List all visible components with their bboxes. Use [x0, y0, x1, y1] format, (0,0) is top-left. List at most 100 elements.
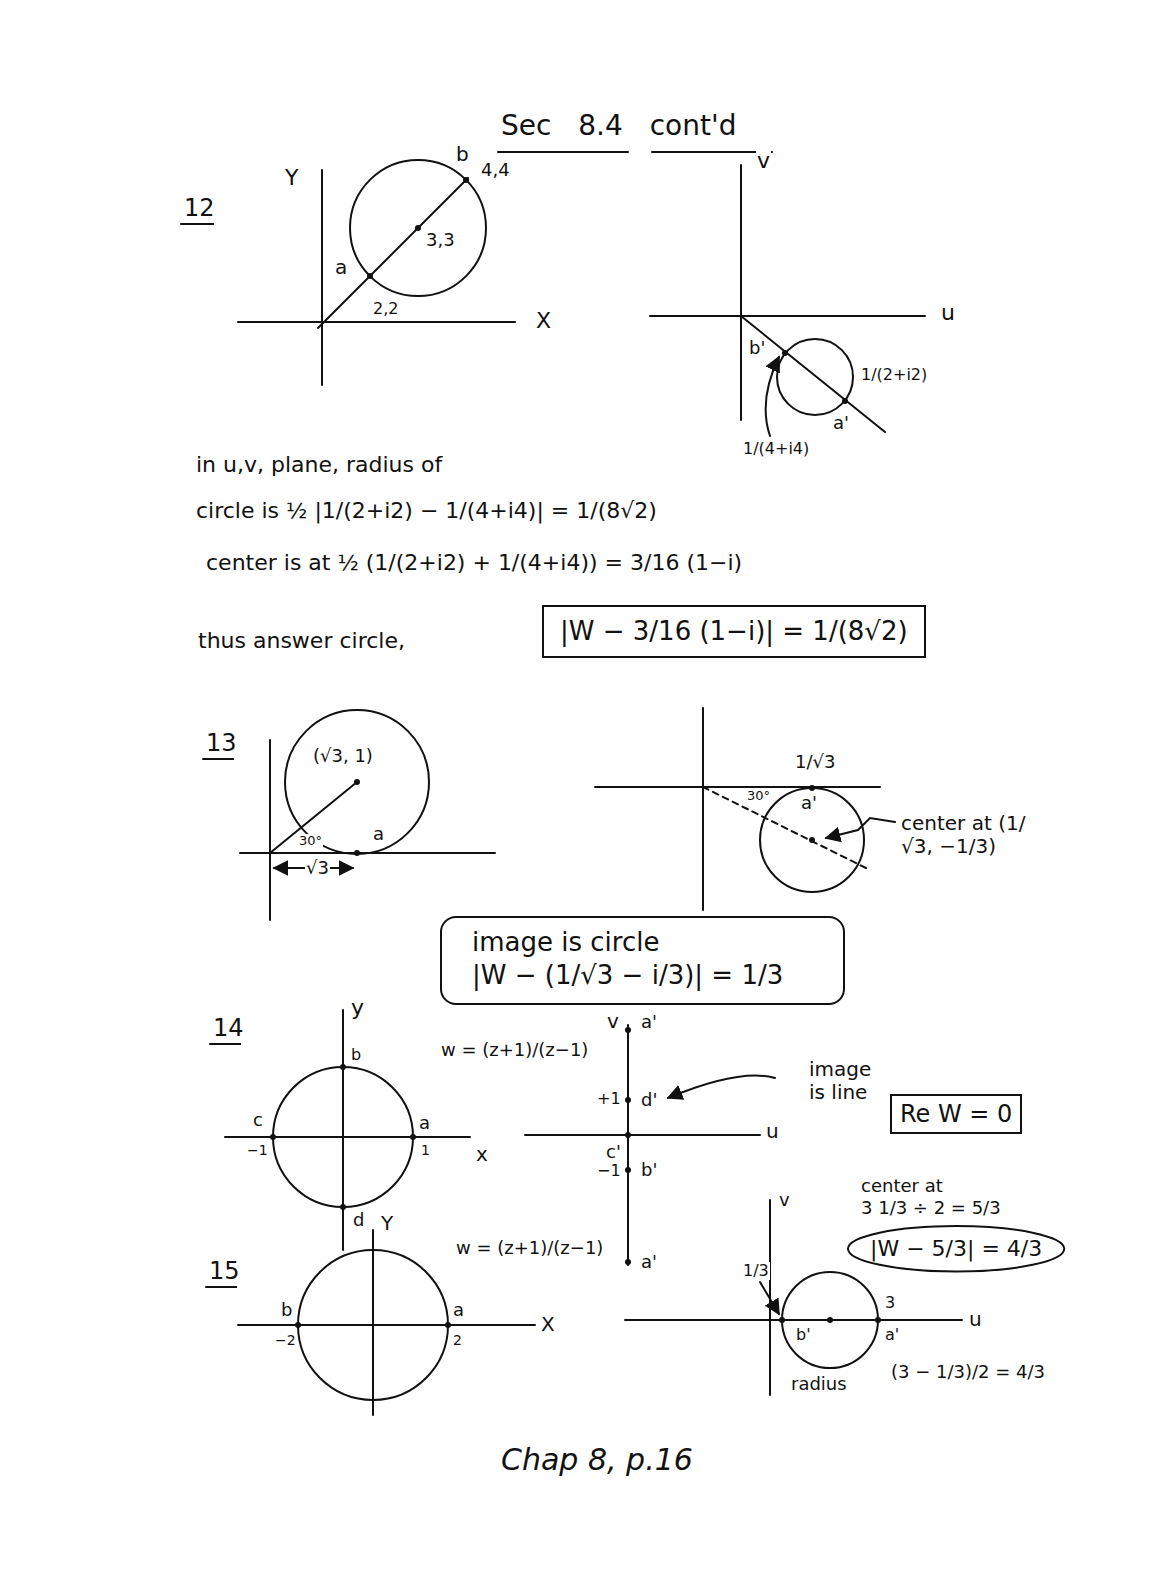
point — [445, 1322, 451, 1328]
circle — [285, 710, 429, 854]
handwritten-label: a — [418, 1113, 431, 1134]
handwritten-label: √3 — [305, 858, 330, 879]
axis — [650, 315, 925, 317]
answer-text: image is circle — [472, 926, 783, 959]
handwritten-label: c' — [605, 1142, 622, 1163]
point — [270, 1134, 276, 1140]
handwritten-label: −2 — [274, 1332, 297, 1348]
answer-text: |W − (1/√3 − i/3)| = 1/3 — [472, 959, 783, 992]
handwritten-label: center at (1/√3, −1/3) — [900, 812, 1042, 858]
axis — [238, 321, 515, 323]
point — [625, 1259, 631, 1265]
axis — [625, 1319, 962, 1321]
point — [354, 850, 360, 856]
handwritten-label: 1/√3 — [794, 752, 836, 773]
point — [340, 1064, 346, 1070]
handwritten-label: 30° — [746, 789, 771, 804]
handwritten-label: X — [535, 308, 552, 333]
handwritten-label: −1 — [596, 1162, 622, 1180]
answer-text: |W − 3/16 (1−i)| = 1/(8√2) — [560, 615, 908, 648]
handwritten-label: a' — [832, 413, 850, 434]
circle — [760, 788, 864, 892]
answer-text: Re W = 0 — [900, 1099, 1012, 1129]
point — [625, 1167, 631, 1173]
point — [875, 1317, 881, 1323]
axis — [238, 1324, 535, 1326]
point — [782, 350, 788, 356]
handwritten-label: X — [540, 1313, 556, 1336]
handwritten-label: 13 — [205, 730, 238, 758]
point — [354, 779, 360, 785]
circle — [777, 339, 853, 415]
page-title: Sec 8.4 cont'd — [500, 110, 737, 142]
handwritten-label: 1 — [420, 1142, 431, 1158]
handwritten-label: +1 — [596, 1090, 622, 1108]
handwritten-label: center at — [860, 1176, 944, 1197]
handwritten-label: a' — [800, 793, 818, 814]
handwritten-label: Y — [284, 165, 299, 190]
point — [463, 177, 469, 183]
handwritten-label: in u,v, plane, radius of — [195, 452, 443, 477]
leader-arrow — [826, 818, 895, 838]
handwritten-label: 3 1/3 ÷ 2 = 5/3 — [860, 1198, 1002, 1219]
handwritten-label: 2 — [452, 1332, 463, 1348]
leader-arrow — [760, 1282, 779, 1314]
ray — [270, 782, 357, 853]
point — [340, 1204, 346, 1210]
axis — [740, 165, 742, 420]
circle — [273, 1067, 413, 1207]
handwritten-label: v — [778, 1190, 791, 1211]
handwritten-label: 12 — [183, 195, 216, 223]
handwritten-label: d — [352, 1210, 365, 1231]
handwritten-label: w = (z+1)/(z−1) — [455, 1238, 604, 1259]
handwritten-label: (√3, 1) — [312, 746, 374, 767]
handwritten-label: v — [756, 148, 771, 173]
ray — [318, 178, 468, 328]
handwritten-label: 15 — [208, 1258, 241, 1286]
handwritten-label: a' — [640, 1252, 658, 1273]
handwritten-label: a' — [884, 1326, 900, 1344]
page-caption: Chap 8, p.16 — [500, 1443, 694, 1478]
handwritten-label: b — [455, 143, 470, 166]
handwritten-label: 1/(4+i4) — [742, 440, 810, 458]
handwritten-label: c — [252, 1110, 264, 1131]
axis — [321, 170, 323, 385]
axis — [525, 1134, 760, 1136]
point — [809, 785, 815, 791]
handwritten-label: y — [350, 995, 365, 1020]
axis — [225, 1136, 470, 1138]
handwritten-label: a — [372, 824, 385, 845]
point — [415, 225, 421, 231]
axis — [595, 786, 880, 788]
circle — [298, 1250, 448, 1400]
handwritten-label: b' — [795, 1326, 812, 1344]
point — [410, 1134, 416, 1140]
answer-text: |W − 5/3| = 4/3 — [870, 1235, 1042, 1263]
axis — [269, 740, 271, 920]
dashed-ray — [703, 787, 870, 870]
handwritten-label: u — [968, 1308, 983, 1331]
point — [295, 1322, 301, 1328]
point — [842, 398, 848, 404]
point — [827, 1317, 833, 1323]
handwritten-label: w = (z+1)/(z−1) — [440, 1040, 589, 1061]
circle — [782, 1272, 878, 1368]
handwritten-label: 3,3 — [425, 230, 456, 251]
handwritten-label: thus answer circle, — [197, 628, 406, 653]
handwritten-label: b' — [748, 338, 766, 359]
circle — [350, 160, 486, 296]
handwritten-label: circle is ½ |1/(2+i2) − 1/(4+i4)| = 1/(8… — [195, 498, 658, 523]
leader-arrow — [766, 357, 779, 436]
handwritten-label: a — [334, 256, 348, 279]
answer-oval-outline — [848, 1226, 1064, 1272]
handwritten-label: d' — [640, 1090, 658, 1111]
answer-box: image is circle|W − (1/√3 − i/3)| = 1/3 — [440, 916, 845, 1005]
handwritten-label: v — [606, 1010, 620, 1033]
point — [625, 1132, 631, 1138]
handwritten-label: u — [765, 1120, 780, 1143]
handwritten-label: radius — [790, 1374, 848, 1395]
handwritten-label: 30° — [298, 834, 323, 849]
handwritten-label: b — [350, 1046, 362, 1064]
